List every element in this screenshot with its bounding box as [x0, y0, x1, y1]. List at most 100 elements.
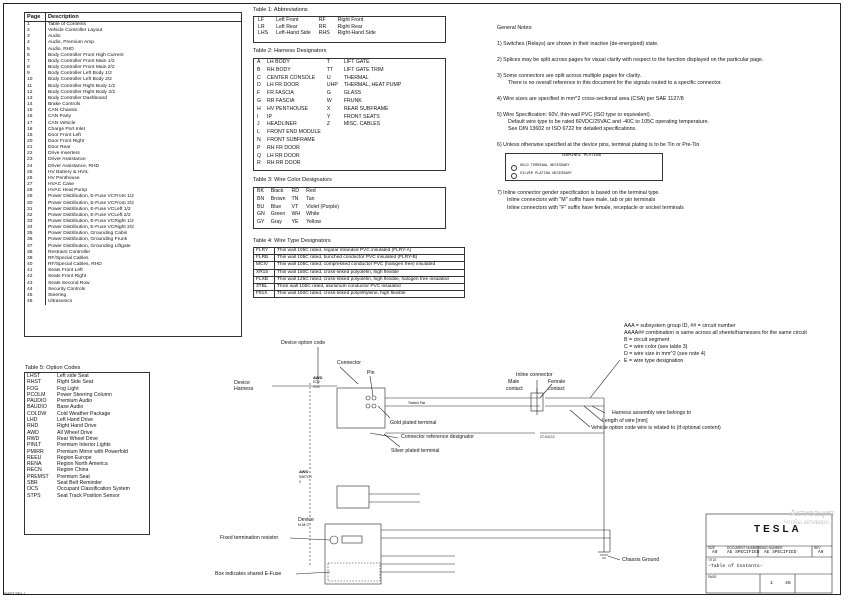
page-number: 12 — [25, 89, 46, 96]
color-code: BN — [257, 195, 265, 202]
color-desc: White — [306, 211, 320, 218]
page-number: 28 — [25, 188, 46, 195]
harness-code: N — [257, 136, 261, 143]
page-number: 22 — [25, 151, 46, 158]
harness-desc: FRONT END MODULE — [267, 129, 321, 136]
page-number: 23 — [25, 157, 46, 164]
tb-of-val: 46 — [785, 581, 791, 586]
page-description: Audio — [48, 34, 61, 40]
tb-page-val: 1 — [770, 581, 773, 586]
page-description: Door Front Right — [48, 138, 85, 144]
page-number: 36 — [25, 237, 46, 244]
page-number: 34 — [25, 225, 46, 232]
switch-x-label: X — [299, 480, 302, 484]
page-description: Power Distribution, E-Fuse VCFront 1/2 — [48, 194, 134, 200]
option-desc: Premium Interior Lights — [57, 442, 111, 449]
note-2: 2) Splices may be split across pages for… — [497, 57, 764, 63]
page-description: Body Controller Front Main 2/2 — [48, 65, 115, 71]
option-desc: Region Europe — [57, 454, 92, 461]
option-code: PAUDIO — [27, 398, 47, 405]
plating-silver: SILVER PLATING NECESSARY — [520, 172, 572, 176]
page-description: Power Distribution, E-Fuse VCFront 2/2 — [48, 200, 134, 206]
option-code: RHD — [27, 423, 39, 430]
harness-desc: IP — [267, 113, 272, 120]
page-description: Power Distribution, Grounding Frunk — [48, 237, 128, 243]
page-description: Power Distribution, E-Fuse VCRight 2/2 — [48, 225, 134, 231]
page-number: 11 — [25, 83, 46, 90]
color-code: YE — [291, 219, 299, 226]
tesla-logo: TESLA — [754, 524, 802, 535]
harness-desc: CENTER CONSOLE — [267, 74, 316, 81]
option-desc: All Wheel Drive — [57, 429, 93, 436]
harness-code: B — [257, 66, 261, 73]
option-desc: Cold Weather Package — [57, 410, 111, 417]
harness-desc: MISC. CABLES — [343, 121, 381, 128]
page-number: 7 — [25, 58, 46, 66]
page-description: Body Controller Left Body 2/2 — [48, 77, 112, 83]
note-3b: There is no overall reference in this do… — [508, 80, 722, 86]
option-desc: Left Hand Drive — [57, 417, 94, 424]
harness-desc: HV PENTHOUSE — [267, 105, 308, 112]
page-description: Body Controller Right Body 2/2 — [48, 89, 116, 95]
option-code: PREMST — [27, 473, 49, 480]
page-number: 35 — [25, 231, 46, 238]
page-number: 3 — [25, 34, 46, 41]
abbr-desc: Right Rear — [337, 23, 363, 30]
page-description: Power Distribution, E-Fuse VCLeft 1/2 — [48, 206, 131, 212]
option-desc: Region North America — [57, 461, 108, 468]
abbr-desc: Left Rear — [276, 23, 298, 30]
page-number: 9 — [25, 71, 46, 78]
harness-desc: LH BODY — [267, 59, 290, 65]
harness-row: N FRONT SUBFRAME — [254, 137, 404, 145]
harness-code: A — [257, 59, 261, 65]
color-desc: Red — [306, 188, 316, 194]
page-number: 17 — [25, 120, 46, 127]
male-contact-label-2: contact — [506, 386, 523, 392]
color-desc: Violet (Purple) — [306, 203, 339, 210]
legend-3: B = circuit segment — [624, 337, 670, 343]
note-5b: Default wire type to be rated 60VDC/25VA… — [508, 119, 710, 125]
note-3a: 3) Some connectors are split across mult… — [497, 73, 642, 79]
tb-title-label: TITLE — [708, 558, 717, 562]
table4-title: Table 4: Wire Type Designators — [253, 238, 331, 244]
page-number: 8 — [25, 65, 46, 72]
page-description: Power Distribution, E-Fuse VCLeft 2/2 — [48, 212, 131, 218]
harness-desc: REAR SUBFRAME — [343, 105, 389, 112]
harness-desc: FRONT SUBFRAME — [267, 136, 316, 143]
page-number: 38 — [25, 249, 46, 256]
legend-6: E = wire type designation — [624, 358, 684, 364]
color-desc: Green — [270, 211, 286, 218]
page-number: 31 — [25, 206, 46, 213]
legend-4: C = wire color (see table 3) — [624, 344, 688, 350]
wiretype-desc: Thin wall 105C rated, regular stranded P… — [274, 246, 465, 256]
page-number: 4 — [25, 40, 46, 47]
harness-code: U — [326, 74, 331, 81]
page-number: 14 — [25, 102, 46, 109]
page-description: RF/Special Cables — [48, 255, 89, 261]
option-desc: Base Audio — [57, 404, 84, 411]
page-number: 10 — [25, 77, 46, 84]
